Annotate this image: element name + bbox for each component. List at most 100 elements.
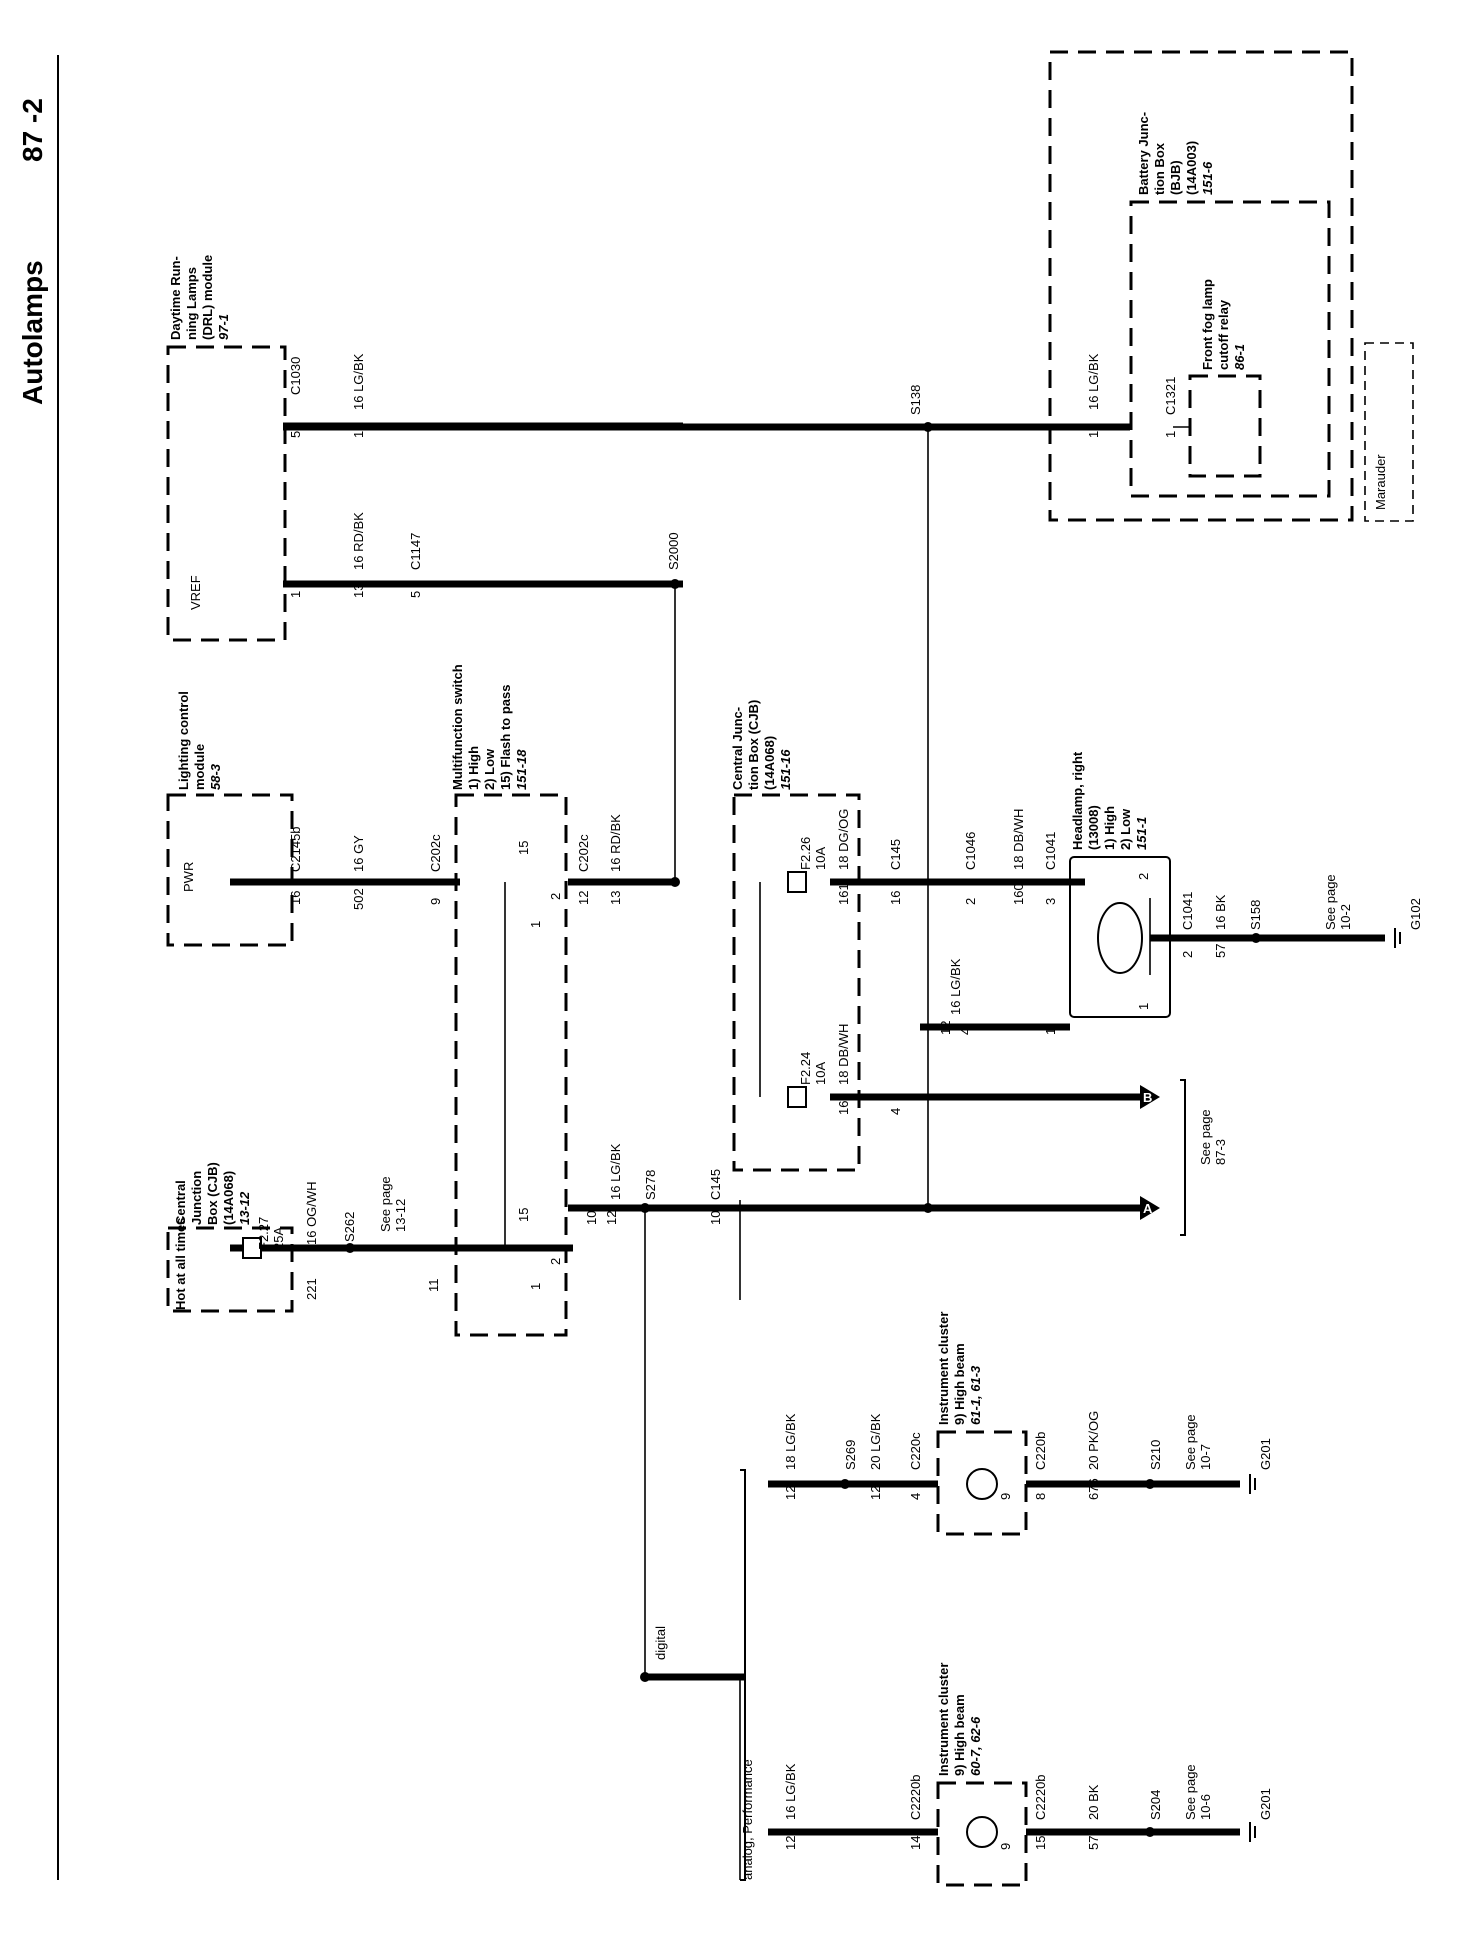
arrow-b-label: B (1143, 1090, 1152, 1105)
wire-pk-og: 20 PK/OG (1086, 1411, 1101, 1470)
conn-c2145b: C2145b (288, 826, 303, 872)
circuit-9: 9 (428, 898, 443, 905)
digital-label: digital (653, 1626, 668, 1660)
circuit-502: 502 (351, 888, 366, 910)
pin-8: 8 (1033, 1493, 1048, 1500)
lcm-ref: 58-3 (208, 763, 223, 790)
fog-relay-box (1188, 374, 1262, 478)
mfs-ref: 151-18 (514, 749, 529, 790)
pin-15-b: 15 (516, 1208, 531, 1222)
splice-s269: S269 (843, 1440, 858, 1470)
wire-rd-bk-b: 16 RD/BK (351, 512, 366, 570)
circuit-13: 13 (608, 891, 623, 905)
section-title: Autolamps (17, 260, 48, 405)
splice-s138: S138 (908, 385, 923, 415)
battery-junction-box-box (1048, 50, 1354, 522)
pin-9-a: 9 (998, 1493, 1013, 1500)
conn-c1321: C1321 (1163, 377, 1178, 415)
headlamp-pos-2: 2) Low (1118, 808, 1133, 850)
pin-1-f: 1 (1136, 1003, 1151, 1010)
cjb-central-ref: 151-16 (778, 749, 793, 790)
ground-g201-digital: G201 (1258, 1438, 1273, 1470)
cjb-fuse-title-3: Box (CJB) (205, 1162, 220, 1225)
circuit-12-g: 12 (868, 1486, 883, 1500)
wire-lg-bk-drl: 16 LG/BK (351, 353, 366, 410)
splice-s2000: S2000 (666, 532, 681, 570)
circuit-10-b: 10 (708, 1211, 723, 1225)
pin-5-b: 5 (408, 591, 423, 598)
fuse-f224-label: F2.24 (798, 1052, 813, 1085)
circuit-12-f: 12 (783, 1486, 798, 1500)
conn-c220b: C220b (1033, 1432, 1048, 1470)
analog-label: analog, Performance (740, 1759, 755, 1880)
pin-1-g: 1 (1163, 431, 1178, 438)
see-87-3-bracket (1180, 1079, 1186, 1236)
ground-g102-icon (1394, 928, 1401, 948)
wire-db-wh-b: 18 DB/WH (1011, 809, 1026, 870)
cjb-central-title-3: (14A068) (762, 736, 777, 790)
pin-2-b: 2 (548, 1258, 563, 1265)
arrow-b-icon (1140, 1085, 1160, 1109)
wire-bk-20: 20 BK (1086, 1784, 1101, 1820)
drl-module-box (166, 345, 287, 642)
fuse-f226-icon (787, 871, 807, 893)
wire-rd-bk-a: 16 RD/BK (608, 814, 623, 872)
arrow-a-label: A (1143, 1201, 1153, 1216)
cjb-central-title-1: Central Junc- (730, 707, 745, 790)
circuit-57: 57 (1213, 944, 1228, 958)
pin-5-a: 5 (288, 431, 303, 438)
pin-15-a: 15 (516, 841, 531, 855)
central-junction-box-box (732, 793, 861, 1172)
drl-title-3: (DRL) module (200, 255, 215, 340)
lcm-pwr-label: PWR (181, 862, 196, 892)
marauder-label: Marauder (1373, 454, 1388, 510)
circuit-160: 160 (836, 1093, 851, 1115)
conn-c220c: C220c (908, 1432, 923, 1470)
pin-1-d: 1 (528, 1283, 543, 1290)
circuit-12-a: 12 (604, 1211, 619, 1225)
see-87-3-a: See page (1198, 1109, 1213, 1165)
see-87-3-b: 87-3 (1213, 1139, 1228, 1165)
ground-g201-analog-icon (1249, 1822, 1256, 1842)
conn-c145-a: C145 (888, 839, 903, 870)
drl-title-1: Daytime Run- (168, 256, 183, 340)
hot-at-all-times-box (166, 1226, 294, 1313)
circuit-16: 16 (888, 891, 903, 905)
fuse-f226-label: F2.26 (798, 837, 813, 870)
bjb-title-2: tion Box (1152, 142, 1167, 195)
lcm-title-1: Lighting control (176, 691, 191, 790)
cluster-analog-box (936, 1781, 1028, 1887)
conn-c202c-a: C202c (428, 834, 443, 872)
headlamp-title-1: Headlamp, right (1070, 751, 1085, 850)
cluster-analog-item: 9) High beam (952, 1694, 967, 1776)
circuit-11: 11 (426, 1279, 441, 1293)
pin-2-a: 2 (548, 893, 563, 900)
pin-1-c: 1 (528, 921, 543, 928)
fuse-f224-icon (787, 1086, 807, 1108)
lighting-control-module-box (166, 793, 294, 947)
cluster-digital-ref: 61-1, 61-3 (968, 1365, 983, 1425)
circuit-13-b: 13 (351, 584, 366, 598)
hot-at-all-times-label: Hot at all times (173, 1218, 188, 1310)
cluster-analog-ref: 60-7, 62-6 (968, 1716, 983, 1776)
cjb-fuse-title-4: (14A068) (221, 1171, 236, 1225)
fuse-f227-label: F2.27 (256, 1217, 271, 1250)
conn-c1041-a: C1041 (1043, 832, 1058, 870)
cluster-digital-title: Instrument cluster (936, 1312, 951, 1425)
splice-s278: S278 (643, 1170, 658, 1200)
multifunction-switch-box (454, 793, 568, 1337)
high-beam-indicator-analog-icon (966, 1816, 998, 1848)
headlamp-pos-1: 1) High (1102, 806, 1117, 850)
cjb-fuse-title-1: Central (173, 1180, 188, 1225)
wire-lg-bk-bjb: 16 LG/BK (1086, 353, 1101, 410)
circuit-57-b: 57 (1086, 1836, 1101, 1850)
conn-c2220b-a: C2220b (908, 1774, 923, 1820)
cjb-fuse-ref: 13-12 (237, 1191, 252, 1225)
pin-2-e: 2 (1180, 951, 1195, 958)
fog-relay-title-1: Front fog lamp (1200, 279, 1215, 370)
cluster-variant-bracket (740, 1469, 746, 1881)
drl-title-2: ning Lamps (184, 267, 199, 340)
circuit-12-c: 12 (351, 424, 366, 438)
fog-relay-title-2: cutoff relay (1216, 299, 1231, 370)
fog-relay-ref: 86-1 (1232, 344, 1247, 370)
